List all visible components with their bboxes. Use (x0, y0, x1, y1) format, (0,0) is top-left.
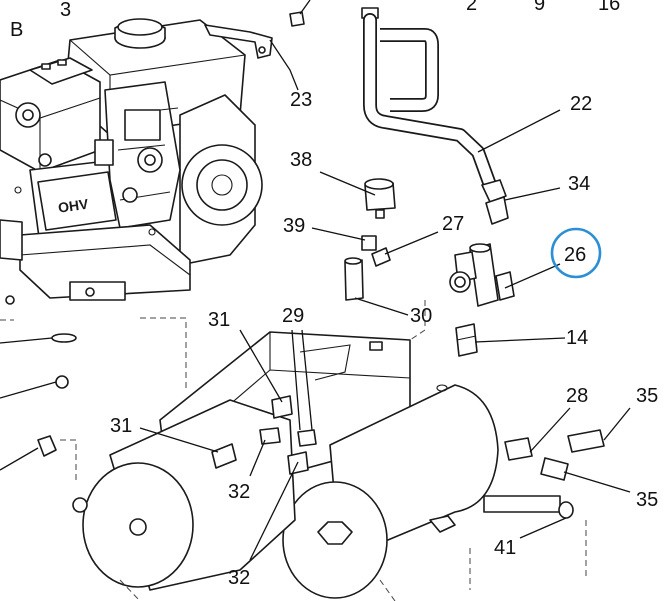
connection-pipe (204, 7, 509, 225)
callout-35-upper: 35 (636, 385, 658, 407)
callout-23: 23 (290, 89, 312, 111)
section-letter: B (10, 19, 23, 41)
callout-14: 14 (566, 327, 588, 349)
engine-assembly (0, 18, 263, 305)
callout-38: 38 (290, 149, 312, 171)
engine-ohv-badge: OHV (57, 196, 90, 216)
tank-assembly (0, 300, 605, 601)
callout-3: 3 (60, 0, 71, 21)
callout-34: 34 (568, 173, 590, 195)
callout-28: 28 (566, 385, 588, 407)
callout-30: 30 (410, 305, 432, 327)
callout-32-lower: 32 (228, 567, 250, 589)
callout-9: 9 (534, 0, 545, 15)
callout-32-upper: 32 (228, 481, 250, 503)
pressure-gauge (344, 178, 396, 301)
callout-16: 16 (598, 0, 620, 15)
callout-27: 27 (442, 213, 464, 235)
callout-29: 29 (282, 305, 304, 327)
callout-31-upper: 31 (208, 309, 230, 331)
callout-35-lower: 35 (636, 489, 658, 511)
callout-41: 41 (494, 537, 516, 559)
callout-31-lower: 31 (110, 415, 132, 437)
callout-26: 26 (564, 244, 586, 266)
highlight-circle (550, 227, 602, 279)
callout-39: 39 (283, 215, 305, 237)
callout-22: 22 (570, 93, 592, 115)
leader-lines (0, 0, 631, 561)
callout-2: 2 (466, 0, 477, 15)
callout-labels: B 3 2 9 16 23 22 38 34 39 27 26 30 31 29… (10, 0, 658, 589)
valve-26 (449, 243, 515, 357)
